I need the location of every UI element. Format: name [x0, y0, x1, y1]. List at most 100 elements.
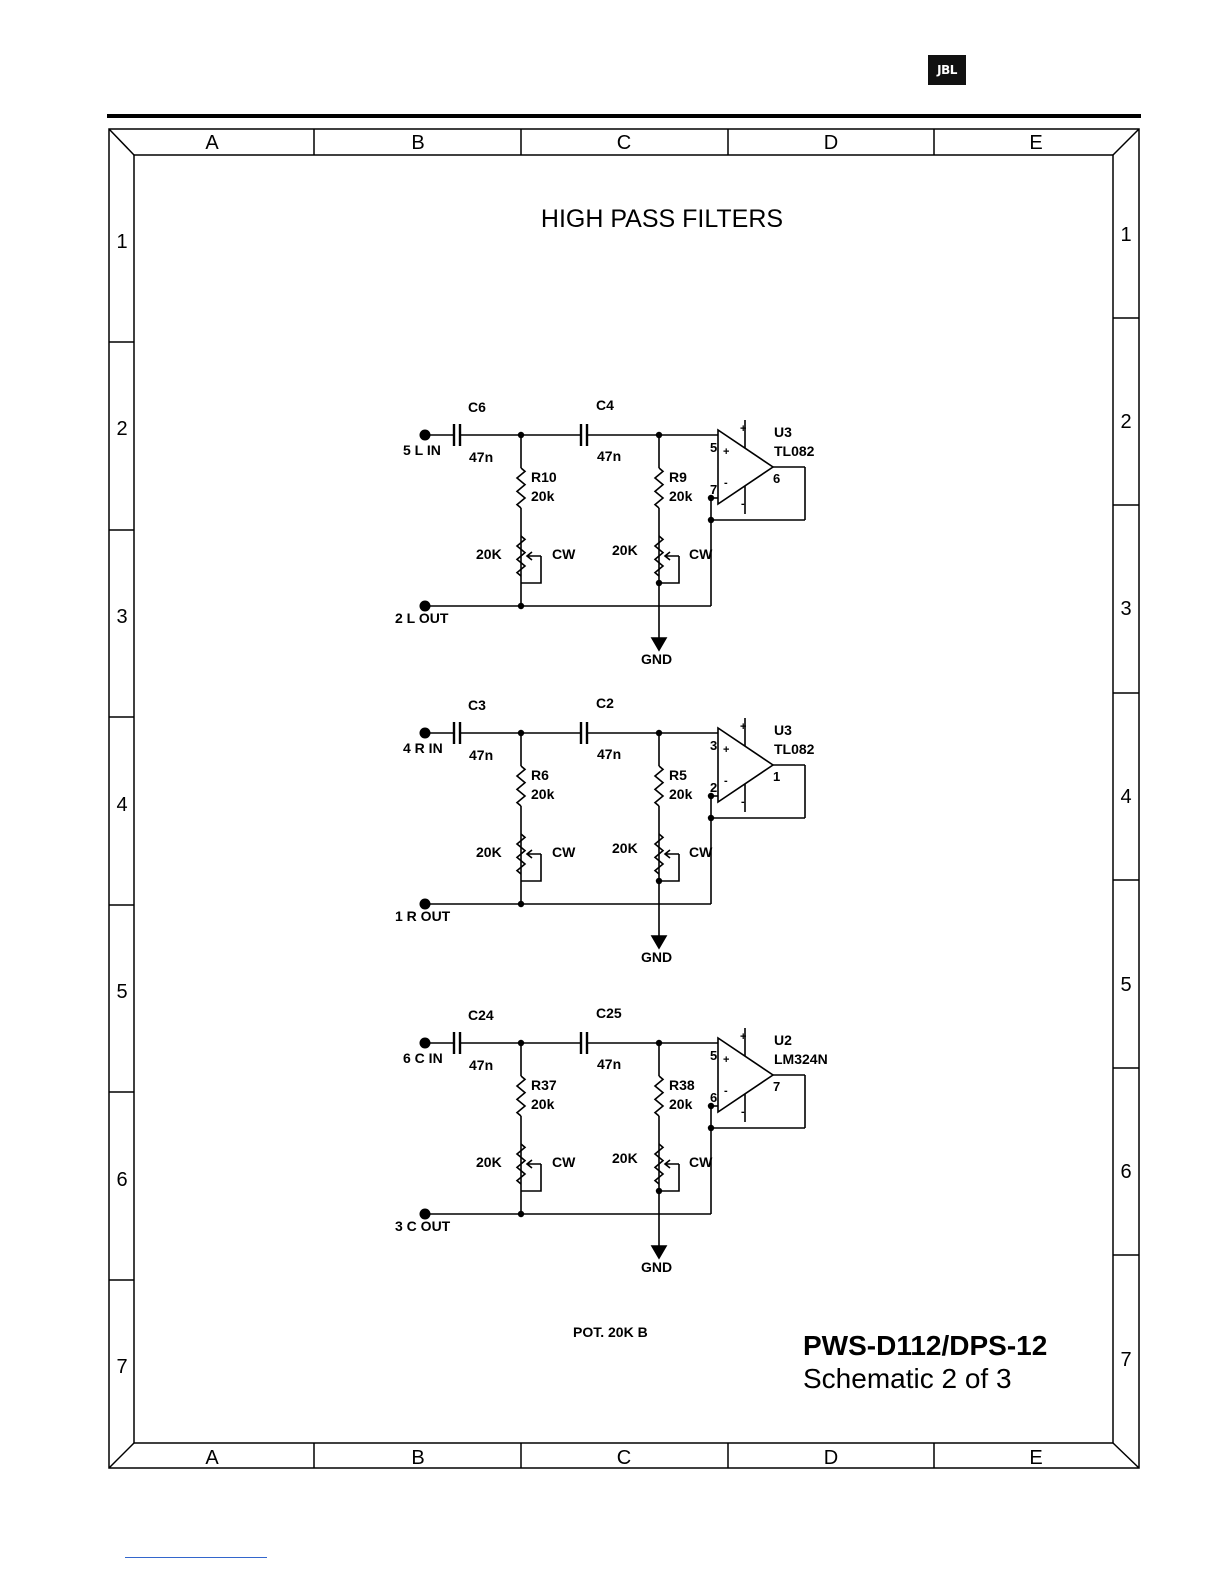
ground-label: GND [641, 1259, 672, 1275]
header-rule [107, 114, 1141, 118]
junction-dot [655, 729, 663, 737]
row-label: 4 [1120, 786, 1131, 808]
capacitor-value: 47n [469, 449, 493, 465]
opamp-pin-number: 5 [710, 440, 717, 455]
wiper-wire [659, 854, 680, 882]
capacitor-ref: C25 [596, 1005, 622, 1021]
opamp-part: LM324N [774, 1051, 828, 1067]
opamp-symbol [717, 1036, 775, 1114]
row-label: 7 [1120, 1349, 1131, 1371]
row-label: 2 [1120, 411, 1131, 433]
ground-label: GND [641, 651, 672, 667]
pot-cw-label: CW [689, 844, 713, 860]
output-label: 1 R OUT [395, 908, 451, 924]
wiper-arrow [525, 849, 541, 859]
column-label: A [205, 132, 219, 154]
column-label: B [411, 132, 424, 154]
wiper-wire [521, 1164, 542, 1192]
opamp-supply-sign: + [740, 1031, 746, 1043]
opamp-ref: U3 [774, 424, 792, 440]
junction-dot [707, 494, 715, 502]
frame-corner [108, 128, 135, 156]
row-label: 1 [116, 231, 127, 253]
wiper-wire [521, 556, 542, 584]
capacitor-ref: C2 [596, 695, 614, 711]
frame-corner [108, 1442, 135, 1469]
resistor-symbol [653, 467, 665, 509]
junction-dot [517, 1210, 525, 1218]
capacitor-value: 47n [597, 746, 621, 762]
potentiometer-symbol [515, 535, 527, 577]
pot-note: POT. 20K B [573, 1324, 648, 1340]
frame-corner [1112, 1442, 1140, 1469]
capacitor-ref: C24 [468, 1007, 494, 1023]
wiper-wire [521, 854, 542, 882]
capacitor-ref: C3 [468, 697, 486, 713]
junction-dot [707, 792, 715, 800]
ground-symbol [650, 1245, 668, 1260]
capacitor-value: 47n [469, 747, 493, 763]
row-label: 6 [116, 1169, 127, 1191]
resistor-value: 20k [669, 488, 693, 504]
terminal-dot [419, 727, 431, 739]
frame-inner [133, 154, 1114, 1444]
column-label: D [824, 1447, 838, 1469]
junction-dot [517, 900, 525, 908]
resistor-value: 20k [531, 1096, 555, 1112]
resistor-symbol [515, 467, 527, 509]
junction-dot [655, 1187, 663, 1195]
input-label: 4 R IN [403, 740, 443, 756]
opamp-input-sign: - [724, 1085, 728, 1097]
opamp-input-sign: + [723, 446, 729, 458]
opamp-input-sign: - [724, 477, 728, 489]
column-label: B [411, 1447, 424, 1469]
opamp-supply-sign: - [741, 1106, 745, 1118]
capacitor-value: 47n [597, 1056, 621, 1072]
opamp-symbol [717, 726, 775, 804]
opamp-pin-number: 7 [773, 1079, 780, 1094]
potentiometer-symbol [653, 1143, 665, 1185]
junction-dot [707, 1102, 715, 1110]
drawing-frame [108, 128, 1140, 1469]
model-number: PWS-D112/DPS-12 [803, 1330, 1047, 1361]
potentiometer-symbol [515, 833, 527, 875]
opamp-pin-number: 2 [710, 780, 717, 795]
junction-dot [707, 516, 715, 524]
wiper-arrow [663, 1159, 679, 1169]
opamp-pin-number: 1 [773, 769, 780, 784]
terminal-dot [419, 1208, 431, 1220]
sheet-number: Schematic 2 of 3 [803, 1363, 1012, 1394]
column-label: E [1029, 1447, 1042, 1469]
potentiometer-symbol [653, 833, 665, 875]
opamp-input-sign: + [723, 1054, 729, 1066]
capacitor-ref: C6 [468, 399, 486, 415]
opamp-ref: U2 [774, 1032, 792, 1048]
opamp-input-sign: + [723, 744, 729, 756]
capacitor-ref: C4 [596, 397, 614, 413]
opamp-ref: U3 [774, 722, 792, 738]
column-label: C [617, 1447, 631, 1469]
opamp-pin-number: 7 [710, 482, 717, 497]
row-label: 3 [116, 606, 127, 628]
terminal-dot [419, 898, 431, 910]
schematic-title: HIGH PASS FILTERS [541, 205, 783, 233]
junction-dot [517, 602, 525, 610]
output-label: 3 C OUT [395, 1218, 451, 1234]
resistor-ref: R38 [669, 1077, 695, 1093]
stage-labels: 6 C IN3 C OUTC2447nC2547nR3720kR3820k20K… [395, 1005, 828, 1275]
row-label: 3 [1120, 598, 1131, 620]
wiper-arrow [663, 849, 679, 859]
ground-label: GND [641, 949, 672, 965]
pot-value: 20K [476, 546, 502, 562]
wiper-arrow [663, 551, 679, 561]
pot-cw-label: CW [552, 844, 576, 860]
opamp-input-sign: - [724, 775, 728, 787]
junction-dot [517, 729, 525, 737]
terminal-dot [419, 600, 431, 612]
resistor-symbol [515, 1075, 527, 1117]
row-label: 2 [116, 418, 127, 440]
filter-stage-3: 6 C IN3 C OUTC2447nC2547nR3720kR3820k20K… [395, 1005, 828, 1275]
